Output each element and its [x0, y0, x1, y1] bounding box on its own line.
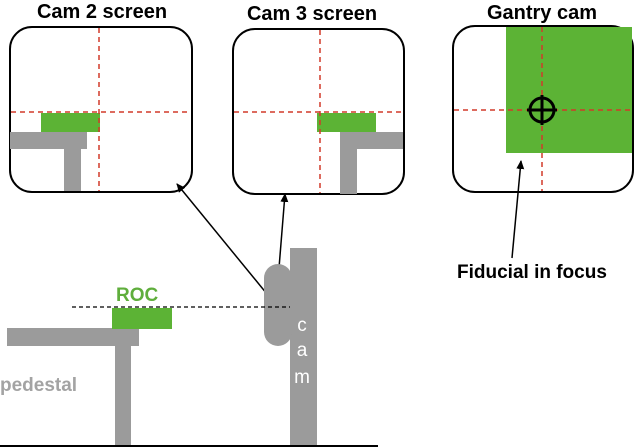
camera-body [290, 248, 317, 446]
gantry-cam-panel [452, 25, 634, 193]
cam2-pedestal-stem [64, 149, 81, 191]
cam-letter-m: m [294, 367, 310, 388]
roc-label: ROC [116, 285, 159, 306]
cam3-pedestal-top [340, 132, 403, 149]
camera-lens [264, 264, 292, 346]
fiducial-arrow [511, 160, 525, 259]
cam2-screen-title: Cam 2 screen [37, 1, 167, 23]
pedestal-stem [115, 346, 131, 446]
roc-block [112, 308, 172, 329]
cam-letter-a: a [297, 340, 308, 361]
cam-letter-c: c [297, 315, 307, 336]
fiducial-icon [527, 95, 557, 125]
pedestal-top [7, 328, 139, 346]
cam3-pedestal-stem [340, 149, 357, 194]
cam3-roc-image [317, 113, 376, 132]
cam3-screen-panel [232, 28, 405, 195]
cam2-screen-panel [9, 26, 193, 193]
cam2-view-arrow [176, 183, 277, 306]
cam2-roc-image [41, 113, 100, 132]
side-view-scene: c a m ROC pedestal [0, 248, 378, 447]
fiducial-label: Fiducial in focus [457, 262, 607, 283]
gantry-green-field [506, 27, 632, 153]
cam3-screen-title: Cam 3 screen [247, 3, 377, 25]
pedestal-label: pedestal [0, 375, 77, 396]
cam2-pedestal-top [10, 132, 87, 149]
gantry-cam-title: Gantry cam [487, 2, 597, 24]
